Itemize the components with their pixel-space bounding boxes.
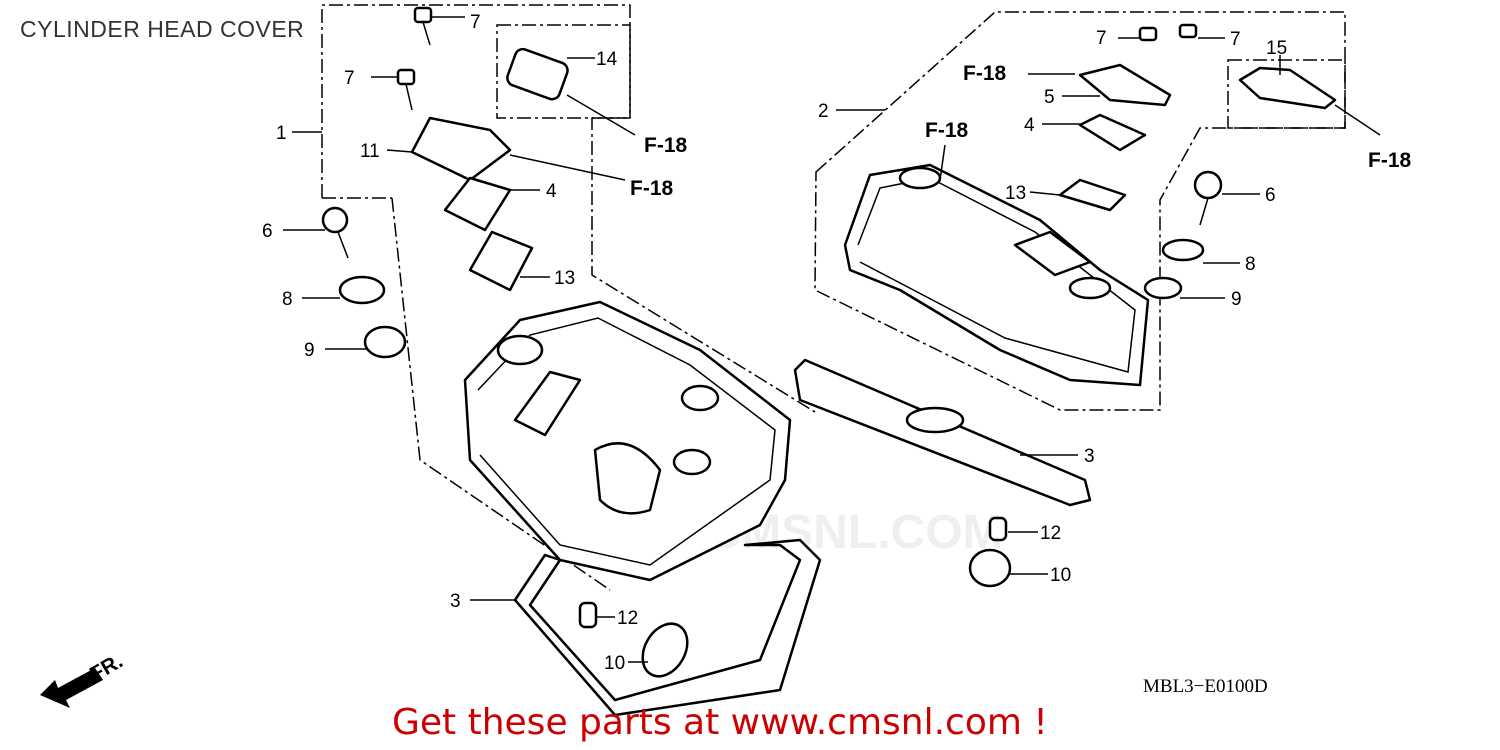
pcv-valve-11 (410, 116, 512, 182)
bolt-7d (1178, 23, 1198, 39)
ref-f18[interactable]: F-18 (1368, 149, 1412, 172)
group-outline-14 (496, 24, 631, 119)
callout: 5 (1044, 87, 1055, 108)
cylinder-head-cover-right (843, 163, 1150, 387)
callout: 12 (617, 608, 638, 629)
callout: 7 (1230, 29, 1241, 50)
ref-f18[interactable]: F-18 (925, 119, 969, 142)
callout: 6 (1265, 185, 1276, 206)
callout: 13 (1005, 183, 1026, 204)
bolt-6-left (321, 206, 349, 234)
grommet-4-left (443, 176, 512, 232)
group-outline-15 (1227, 59, 1346, 129)
ref-f18[interactable]: F-18 (644, 134, 688, 157)
callout: 3 (1084, 446, 1095, 467)
promo-link[interactable]: Get these parts at www.cmsnl.com ! (392, 702, 1048, 743)
bolt-7c (1138, 26, 1158, 42)
bolt-7b (396, 68, 416, 86)
gasket-left (513, 538, 822, 717)
diagram-title: CYLINDER HEAD COVER (20, 16, 305, 42)
washer-8-left (338, 275, 386, 305)
callout: 3 (450, 591, 461, 612)
dowel-12-right (988, 516, 1008, 542)
callout: 15 (1266, 38, 1287, 59)
callouts: 7 7 14 1 11 4 6 13 8 9 3 12 10 7 7 15 5 … (262, 12, 1287, 674)
callout: 10 (604, 653, 625, 674)
bolt-6-right (1193, 170, 1223, 200)
callout: 4 (546, 181, 557, 202)
callout: 10 (1050, 565, 1071, 586)
ref-f18[interactable]: F-18 (630, 177, 674, 200)
reference-labels: F-18 F-18 F-18 F-18 F-18 (630, 62, 1412, 200)
grommet-4-right (1078, 113, 1147, 152)
front-arrow-icon (40, 668, 103, 708)
dowel-12-left (578, 601, 598, 629)
pcv-fitting-15 (1238, 66, 1337, 110)
callout: 7 (1096, 28, 1107, 49)
callout: 9 (1231, 289, 1242, 310)
callout: 7 (470, 12, 481, 33)
grommet-9-left (363, 325, 407, 359)
pcv-fitting-14 (506, 47, 569, 101)
plate-13-left (468, 230, 534, 292)
diagram-code: MBL3−E0100D (1143, 676, 1268, 697)
callout: 8 (282, 289, 293, 310)
grommet-9-right (1143, 276, 1183, 300)
oil-seal-left (641, 622, 689, 678)
callout: 2 (818, 101, 829, 122)
spark-plug-seal-right (905, 406, 965, 434)
pcv-fitting-5 (1078, 63, 1172, 107)
group-outline-2 (814, 11, 1346, 411)
callout: 9 (304, 340, 315, 361)
callout: 7 (344, 68, 355, 89)
callout: 1 (276, 123, 287, 144)
ref-f18[interactable]: F-18 (963, 62, 1007, 85)
callout: 11 (360, 141, 380, 162)
callout: 14 (596, 49, 618, 70)
cylinder-head-cover-left (463, 300, 792, 582)
callout: 6 (262, 221, 273, 242)
callout: 12 (1040, 523, 1061, 544)
oil-seal-right (968, 548, 1012, 588)
bolt-7a (413, 6, 433, 24)
callout: 4 (1024, 115, 1035, 136)
plate-13-right (1058, 178, 1127, 212)
callout: 8 (1245, 254, 1256, 275)
callout: 13 (554, 268, 575, 289)
washer-8-right (1161, 238, 1205, 262)
leader-lines (283, 16, 1381, 663)
